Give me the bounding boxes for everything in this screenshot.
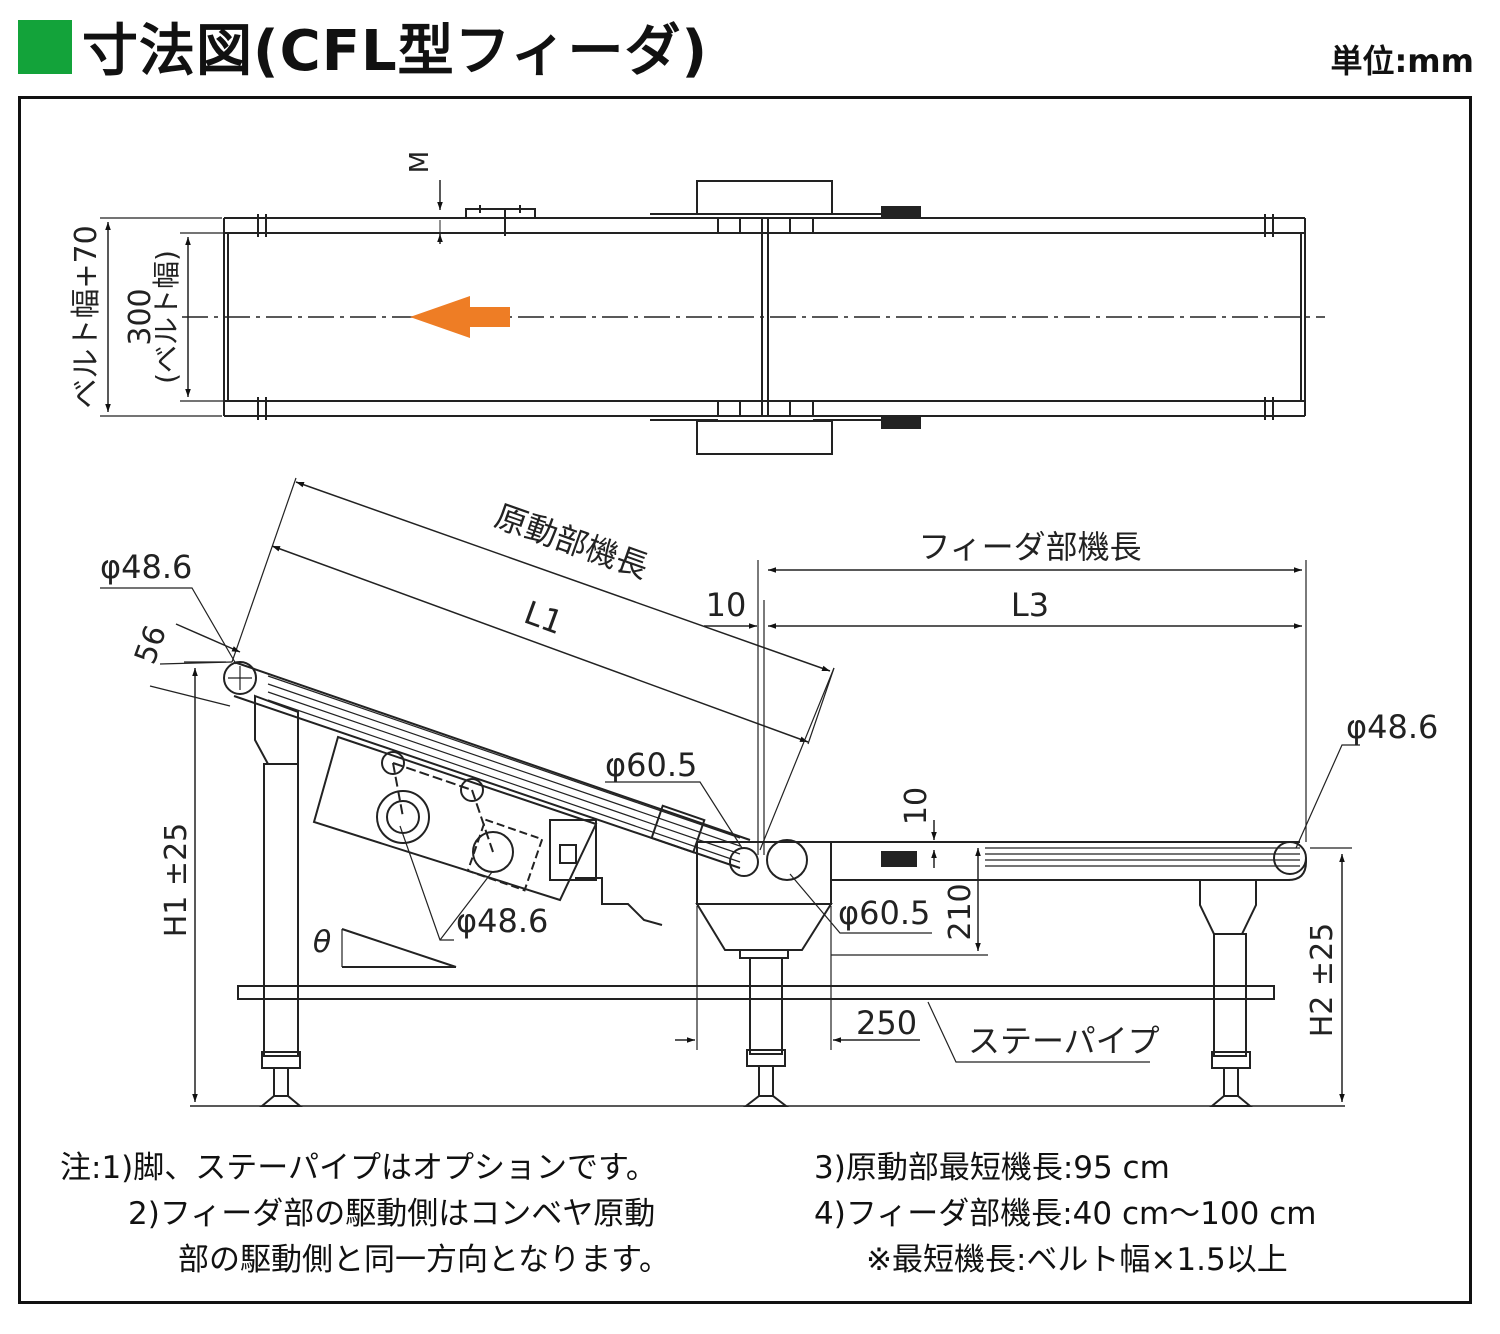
- label-dia-60-lower: φ60.5: [838, 894, 930, 932]
- note-3: 3)原動部最短機長:95 cm: [814, 1150, 1170, 1186]
- page-title: 寸法図(CFL型フィーダ): [82, 19, 709, 84]
- label-dim-210: 210: [943, 883, 978, 940]
- label-dim-10-top: 10: [706, 586, 747, 624]
- label-stay-pipe: ステーパイプ: [968, 1022, 1160, 1060]
- plan-view: [100, 180, 1325, 455]
- stay-pipe: [237, 985, 1275, 1000]
- notes-section: 注:1)脚、ステーパイプはオプションです。 2)フィーダ部の駆動側はコンベヤ原動…: [60, 1142, 1460, 1292]
- side-view: [100, 477, 1360, 1107]
- dim-belt-width-plus-70: ベルト幅+70: [69, 225, 104, 408]
- header: 寸法図(CFL型フィーダ) 単位:mm: [0, 0, 1500, 92]
- drive-motor-top: [696, 180, 833, 215]
- dim-belt-width-note: (ベルト幅): [150, 250, 183, 384]
- note-4: 4)フィーダ部機長:40 cm〜100 cm: [814, 1196, 1317, 1232]
- conveying-direction-arrow: [410, 296, 510, 338]
- label-dim-250: 250: [856, 1004, 917, 1042]
- label-dia-48-left: φ48.6: [100, 548, 192, 586]
- label-dia-60-upper: φ60.5: [605, 746, 697, 784]
- unit-label: 単位:mm: [1330, 42, 1475, 80]
- note-2b: 部の駆動側と同一方向となります。: [178, 1242, 670, 1278]
- drive-motor-bottom: [696, 420, 833, 455]
- note-2a: 2)フィーダ部の駆動側はコンベヤ原動: [128, 1196, 656, 1232]
- dim-M-label: M: [405, 151, 435, 173]
- title-marker-square: [18, 20, 72, 74]
- note-1: 注:1)脚、ステーパイプはオプションです。: [60, 1150, 657, 1186]
- label-L1: L1: [519, 593, 568, 642]
- label-dim-56: 56: [128, 621, 174, 669]
- label-dia-48-right: φ48.6: [1346, 708, 1438, 746]
- note-5: ※最短機長:ベルト幅×1.5以上: [866, 1242, 1288, 1278]
- label-drive-length: 原動部機長: [490, 497, 654, 586]
- label-L3: L3: [1011, 586, 1049, 624]
- label-feeder-length: フィーダ部機長: [918, 528, 1141, 566]
- label-theta: θ: [313, 925, 331, 960]
- label-dim-10-side: 10: [899, 787, 934, 825]
- label-dia-48-mid: φ48.6: [456, 902, 548, 940]
- dim-300: 300: [123, 288, 158, 345]
- drawing-frame: [18, 96, 1472, 1304]
- label-H1: H1 ±25: [159, 823, 194, 938]
- label-H2: H2 ±25: [1305, 923, 1340, 1038]
